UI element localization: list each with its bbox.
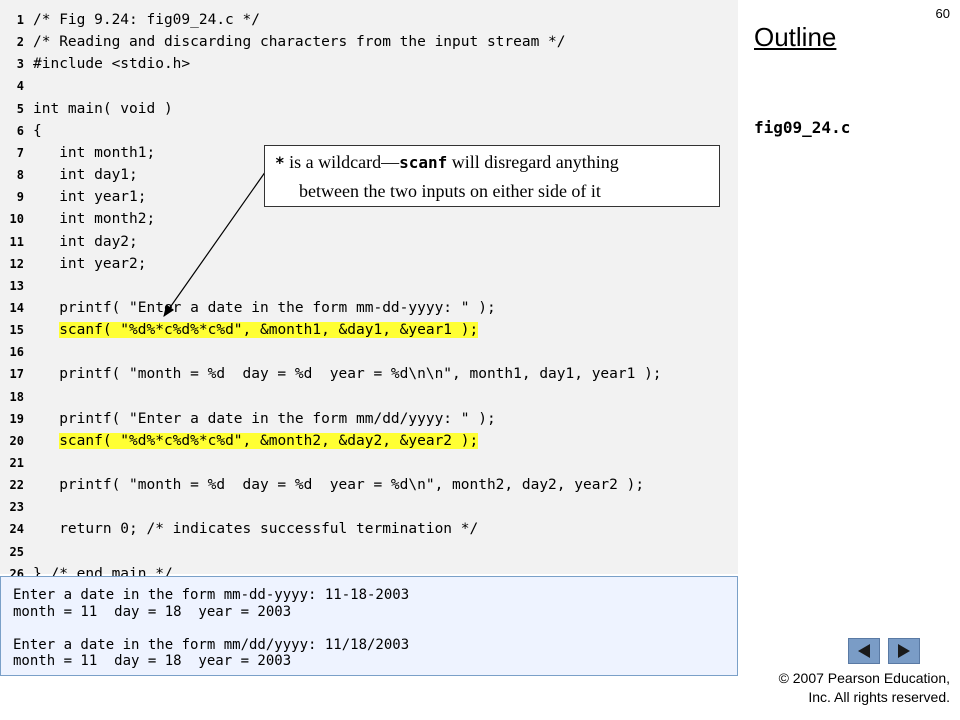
line-number: 24	[9, 522, 24, 537]
line-number: 6	[16, 123, 24, 138]
code-line: 3 #include <stdio.h>	[0, 53, 738, 75]
code-line: 9 int year1;	[0, 186, 738, 208]
callout-text-1: is a wildcard—	[284, 152, 400, 172]
line-number: 2	[16, 35, 24, 50]
line-number: 11	[9, 234, 24, 249]
file-label: fig09_24.c	[754, 118, 851, 137]
program-output: Enter a date in the form mm-dd-yyyy: 11-…	[0, 576, 738, 676]
code-text: return 0; /* indicates successful termin…	[33, 521, 479, 538]
line-number: 10	[9, 212, 24, 227]
line-number: 8	[16, 168, 24, 183]
output-line: Enter a date in the form mm/dd/yyyy: 11/…	[13, 636, 410, 653]
code-line: 22 printf( "month = %d day = %d year = %…	[0, 474, 738, 496]
code-line: 15 scanf( "%d%*c%d%*c%d", &month1, &day1…	[0, 319, 738, 341]
callout-keyword: scanf	[399, 153, 448, 172]
code-line: 2 /* Reading and discarding characters fr…	[0, 31, 738, 53]
line-number: 17	[9, 367, 24, 382]
next-slide-button[interactable]	[888, 638, 920, 664]
line-number: 12	[9, 256, 24, 271]
code-text: printf( "month = %d day = %d year = %d\n…	[33, 477, 645, 494]
output-line: month = 11 day = 18 year = 2003	[13, 603, 292, 620]
highlighted-code: scanf( "%d%*c%d%*c%d", &month2, &day2, &…	[59, 432, 479, 449]
copyright-line-1: © 2007 Pearson Education,	[778, 670, 950, 686]
highlighted-code: scanf( "%d%*c%d%*c%d", &month1, &day1, &…	[59, 322, 479, 339]
code-text: #include <stdio.h>	[33, 56, 191, 73]
code-line: 5 int main( void )	[0, 98, 738, 120]
line-number: 13	[9, 278, 24, 293]
code-line: 10 int month2;	[0, 208, 738, 230]
line-number: 15	[9, 323, 24, 338]
code-line: 12 int year2;	[0, 253, 738, 275]
line-number: 18	[9, 389, 24, 404]
code-text: printf( "Enter a date in the form mm-dd-…	[33, 299, 496, 316]
code-line: 19 printf( "Enter a date in the form mm/…	[0, 408, 738, 430]
code-line: 24 return 0; /* indicates successful ter…	[0, 518, 738, 540]
code-line: 13	[0, 275, 738, 297]
code-text: {	[33, 122, 42, 139]
code-line: 14 printf( "Enter a date in the form mm-…	[0, 297, 738, 319]
code-text: int day1;	[33, 167, 138, 184]
callout-symbol: *	[275, 153, 285, 172]
line-number: 7	[16, 145, 24, 160]
line-number: 3	[16, 57, 24, 72]
code-text: int month1;	[33, 144, 156, 161]
code-listing: 1 /* Fig 9.24: fig09_24.c */ 2 /* Reading a…	[0, 0, 738, 582]
code-line: 4	[0, 75, 738, 97]
line-number: 21	[9, 456, 24, 470]
triangle-left-icon	[858, 644, 870, 658]
code-text: int day2;	[33, 233, 138, 250]
line-number: 25	[9, 544, 24, 559]
code-line: 16	[0, 341, 738, 363]
page-number: 60	[935, 6, 950, 21]
line-number: 23	[9, 500, 24, 515]
code-text: /* Fig 9.24: fig09_24.c */	[33, 12, 260, 28]
line-number: 9	[16, 190, 24, 205]
previous-slide-button[interactable]	[848, 638, 880, 664]
code-line: 20 scanf( "%d%*c%d%*c%d", &month2, &day2…	[0, 430, 738, 452]
code-line: 1 /* Fig 9.24: fig09_24.c */	[0, 9, 738, 31]
callout-text-2: will disregard anything	[447, 152, 619, 172]
code-text: int month2;	[33, 211, 156, 228]
code-line: 25	[0, 541, 738, 563]
code-text: printf( "month = %d day = %d year = %d\n…	[33, 366, 662, 383]
line-number: 5	[16, 101, 24, 116]
callout-box: * is a wildcard—scanf will disregard any…	[264, 145, 720, 207]
code-line: 23	[0, 496, 738, 518]
code-line: 8 int day1;	[0, 164, 738, 186]
code-text: int year2;	[33, 255, 147, 272]
code-line: 6{	[0, 120, 738, 142]
code-line: 17 printf( "month = %d day = %d year = %…	[0, 363, 738, 385]
output-line: month = 11 day = 18 year = 2003	[13, 653, 292, 670]
line-number: 14	[9, 300, 24, 315]
callout-text-3: between the two inputs on either side of…	[299, 181, 601, 201]
code-text: int year1;	[33, 189, 147, 206]
line-number: 1	[16, 13, 24, 27]
output-line: Enter a date in the form mm-dd-yyyy: 11-…	[13, 587, 410, 603]
code-text: printf( "Enter a date in the form mm/dd/…	[33, 410, 496, 427]
code-text: int main( void )	[33, 100, 173, 117]
outline-title[interactable]: Outline	[754, 22, 837, 52]
line-number: 16	[9, 345, 24, 360]
line-number: 4	[16, 79, 24, 94]
line-number: 20	[9, 433, 24, 448]
code-text: scanf( "%d%*c%d%*c%d", &month1, &day1, &…	[33, 319, 479, 341]
line-number: 19	[9, 411, 24, 426]
code-line: 21	[0, 452, 738, 474]
copyright-line-2: Inc. All rights reserved.	[808, 689, 950, 705]
copyright: © 2007 Pearson Education, Inc. All right…	[779, 669, 950, 707]
code-text: scanf( "%d%*c%d%*c%d", &month2, &day2, &…	[33, 430, 479, 452]
line-number: 22	[9, 478, 24, 493]
code-line: 11 int day2;	[0, 231, 738, 253]
triangle-right-icon	[898, 644, 910, 658]
code-text: /* Reading and discarding characters fro…	[33, 34, 566, 51]
code-line: 18	[0, 386, 738, 408]
code-line: 7 int month1;	[0, 142, 738, 164]
